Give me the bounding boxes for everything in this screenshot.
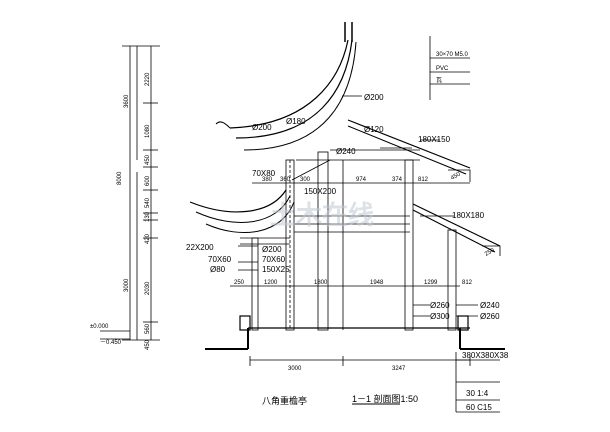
slope-upper: 450 <box>450 171 462 182</box>
upper-dim-6: 812 <box>418 177 429 183</box>
drawing-title: 八角重檐亭 <box>262 395 307 406</box>
callout-150x200: 150X200 <box>304 187 337 196</box>
note-tile: 瓦 <box>436 77 442 84</box>
callout-70x60-a: 70X60 <box>208 255 232 264</box>
callout-d200-mid: Ø200 <box>262 245 282 254</box>
callout-70x60-b: 70X60 <box>262 255 286 264</box>
dim-seg-9: 560 <box>145 323 151 334</box>
dim-seg-8: 2030 <box>145 281 151 295</box>
callout-180x180: 180X180 <box>452 211 485 220</box>
upper-dim-1: 380 <box>262 177 273 183</box>
lower-roof-right <box>412 203 501 247</box>
lower-dim-1: 250 <box>234 280 245 286</box>
upper-dim-2: 360 <box>280 177 291 183</box>
lower-dim-4: 1948 <box>370 280 384 286</box>
slope-lower: 250 <box>484 247 496 258</box>
lower-dim-3: 1800 <box>314 280 328 286</box>
lower-dim-6: 812 <box>462 280 473 286</box>
dim-seg-1: 2220 <box>145 72 151 86</box>
callout-d240-upper: Ø240 <box>336 147 356 156</box>
section-label: 1－1 剖面图1:50 <box>352 393 418 404</box>
base-dim-span: 3000 <box>288 366 302 372</box>
upper-dim-3: 300 <box>300 177 311 183</box>
upper-dim-5: 374 <box>392 177 403 183</box>
watermark-text: 土木在线 <box>270 201 374 231</box>
callout-d120: Ø120 <box>364 125 384 134</box>
dim-lower: 3000 <box>124 278 130 292</box>
callout-22x200: 22X200 <box>186 243 214 252</box>
lower-dim-2: 1200 <box>264 280 278 286</box>
callout-d300: Ø300 <box>430 312 450 321</box>
dim-seg-10: 450 <box>145 339 151 350</box>
dim-seg-5: 540 <box>145 197 151 208</box>
callout-150x25: 150X25 <box>262 265 290 274</box>
column-inner-right <box>404 159 414 331</box>
lower-dim-5: 1299 <box>424 280 438 286</box>
callout-d260-right: Ø260 <box>480 312 500 321</box>
note-stone: 380X380X38 <box>462 351 509 360</box>
elevation-minus: －0.450 <box>100 340 122 346</box>
lower-roof-curve <box>189 189 287 213</box>
dim-total: 8000 <box>117 171 123 185</box>
callout-70x80: 70X80 <box>252 169 276 178</box>
callout-d80: Ø80 <box>210 265 226 274</box>
dim-seg-2: 1080 <box>145 124 151 138</box>
callout-d180: Ø180 <box>286 117 306 126</box>
callout-d260: Ø260 <box>430 301 450 310</box>
column-outer-left <box>251 237 259 331</box>
upper-roof-right <box>347 119 471 169</box>
note-layer2: 60 C15 <box>466 403 492 412</box>
elevation-zero: ±0.000 <box>90 324 109 330</box>
note-mortar: 30×70 M5.0 <box>436 52 469 58</box>
dim-seg-7: 420 <box>145 233 151 244</box>
dim-seg-4: 600 <box>145 175 151 186</box>
dim-seg-6: 130 <box>145 211 151 222</box>
base-dim-offset: 3247 <box>392 366 406 372</box>
note-pvc: PVC <box>436 66 449 72</box>
callout-d200-top: Ø200 <box>364 93 384 102</box>
upper-roof-curve <box>229 39 349 129</box>
callout-180x150: 180X150 <box>418 135 451 144</box>
callout-d240-right: Ø240 <box>480 301 500 310</box>
dim-upper: 3600 <box>124 94 130 108</box>
base-block-left <box>239 315 251 331</box>
note-layer1: 30 1:4 <box>466 389 489 398</box>
column-center <box>317 151 329 331</box>
dim-seg-3: 450 <box>145 154 151 165</box>
callout-d200-left: Ø200 <box>252 123 272 132</box>
upper-dim-4: 974 <box>356 177 367 183</box>
